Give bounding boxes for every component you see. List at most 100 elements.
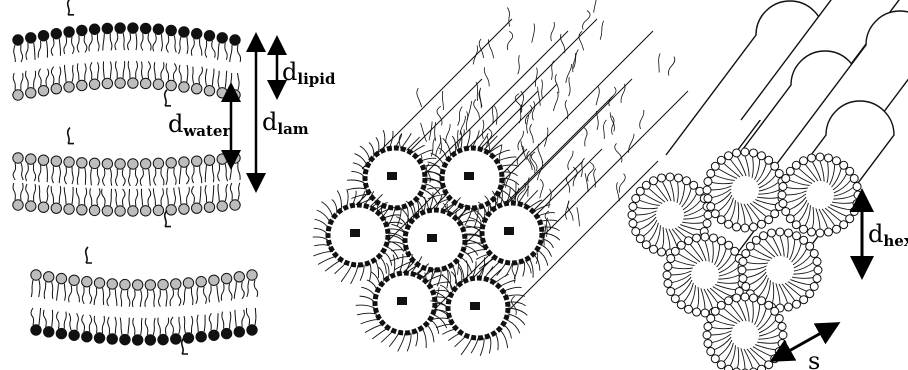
lipid-headgroup: [800, 236, 808, 244]
lipid-tail: [230, 163, 232, 180]
lipid-headgroup: [800, 157, 808, 165]
lipid-headgroup: [128, 159, 138, 169]
lipid-headgroup: [814, 266, 822, 274]
lipid-tail: [422, 328, 427, 348]
lipid-headgroup: [709, 234, 717, 242]
lipid-headgroup: [64, 204, 74, 214]
lipid-headgroup: [89, 158, 99, 168]
lipid-headgroup: [179, 82, 189, 92]
lipid-tail: [360, 146, 370, 161]
lipid-tail: [153, 290, 154, 307]
lipid-headgroup: [658, 248, 666, 256]
lipid-tail: [542, 80, 543, 99]
lipid-tail: [200, 166, 202, 183]
lipid-tail: [463, 251, 473, 262]
lipid-tail: [191, 288, 192, 305]
lipid-tail: [56, 312, 59, 329]
lipid-tail: [204, 315, 205, 332]
lipid-headgroup: [685, 237, 693, 245]
lipid-headgroup: [196, 332, 206, 342]
lipid-headgroup: [230, 35, 240, 45]
lipid-tail: [456, 130, 458, 149]
lipid-headgroup: [204, 30, 214, 40]
lipid-tail: [361, 320, 380, 324]
lipid-tail: [540, 220, 559, 222]
lipid-headgroup: [234, 272, 244, 282]
lipid-tail: [225, 71, 227, 88]
lipid-tail: [231, 73, 232, 90]
lipid-tail: [140, 290, 142, 307]
lipid-headgroup: [632, 227, 640, 235]
lipid-tail: [568, 151, 573, 170]
lipid-tail: [110, 33, 112, 50]
lipid-headgroup: [778, 339, 786, 347]
lipid-headgroup: [64, 82, 74, 92]
lipid-headgroup: [107, 279, 117, 289]
lipid-tail: [416, 150, 433, 157]
lipid-tail: [242, 282, 245, 299]
lipid-headgroup: [711, 162, 719, 170]
lipid-headgroup: [89, 79, 99, 89]
lipid-headgroup: [690, 181, 698, 189]
lipid-tail: [369, 143, 374, 157]
lipid-headgroup: [153, 205, 163, 215]
lipid-tail: [587, 162, 593, 181]
lipid-tail: [174, 168, 176, 185]
lipid-headgroup: [782, 175, 790, 183]
lipid-tail: [122, 169, 125, 186]
lipid-tail: [230, 312, 231, 329]
lipid-headgroup: [707, 202, 715, 210]
lipid-tail: [356, 305, 376, 309]
lipid-tail: [39, 69, 42, 86]
lipid-headgroup: [636, 235, 644, 243]
lipid-headgroup: [779, 183, 787, 191]
s-label: s: [808, 347, 820, 370]
lipid-tail: [158, 290, 160, 307]
lipid-tail: [148, 33, 151, 50]
lipid-headgroup: [102, 206, 112, 216]
lipid-headgroup: [749, 149, 757, 157]
lipid-headgroup: [810, 282, 818, 290]
lipid-headgroup: [671, 247, 679, 255]
lipid-tail: [205, 69, 206, 86]
lipid-headgroup: [77, 158, 87, 168]
lipid-headgroup: [179, 27, 189, 37]
lipid-tail: [123, 61, 125, 78]
lipid-headgroup: [677, 241, 685, 249]
lipid-headgroup: [153, 79, 163, 89]
lipid-tail: [200, 186, 201, 203]
lipid-tail: [110, 189, 111, 206]
bundle-end-face: [628, 148, 862, 370]
lipid-tail: [379, 267, 384, 282]
lipid-tail: [13, 163, 15, 180]
lipid-headgroup: [183, 278, 193, 288]
lipid-headgroup: [247, 325, 257, 335]
lipid-headgroup: [51, 83, 61, 93]
lipid-tail: [596, 86, 599, 105]
lipid-tail: [44, 282, 45, 299]
lipid-tail: [115, 189, 117, 206]
lipid-headgroup: [800, 296, 808, 304]
lipid-headgroup: [707, 170, 715, 178]
lipid-headgroup: [786, 167, 794, 175]
lipid-tail: [179, 65, 181, 82]
lipid-tail: [351, 265, 358, 284]
lipid-headgroup: [38, 30, 48, 40]
lipid-tail: [102, 316, 104, 333]
lipid-tail: [178, 289, 181, 306]
lipid-tail: [72, 37, 74, 54]
lipid-tail: [247, 280, 249, 297]
lipid-headgroup: [102, 23, 112, 33]
peptide-marker: [350, 229, 360, 237]
lipid-tail: [26, 43, 28, 60]
lipid-headgroup: [806, 290, 814, 298]
lipid-tail: [128, 61, 130, 78]
lipid-tail: [116, 61, 118, 78]
lipid-headgroup: [806, 242, 814, 250]
lipid-tail: [94, 316, 97, 333]
lipid-headgroup: [636, 187, 644, 195]
lipid-tail: [34, 71, 36, 88]
lipid-tail: [26, 184, 29, 201]
lipid-headgroup: [717, 237, 725, 245]
lipid-tail: [136, 61, 138, 78]
